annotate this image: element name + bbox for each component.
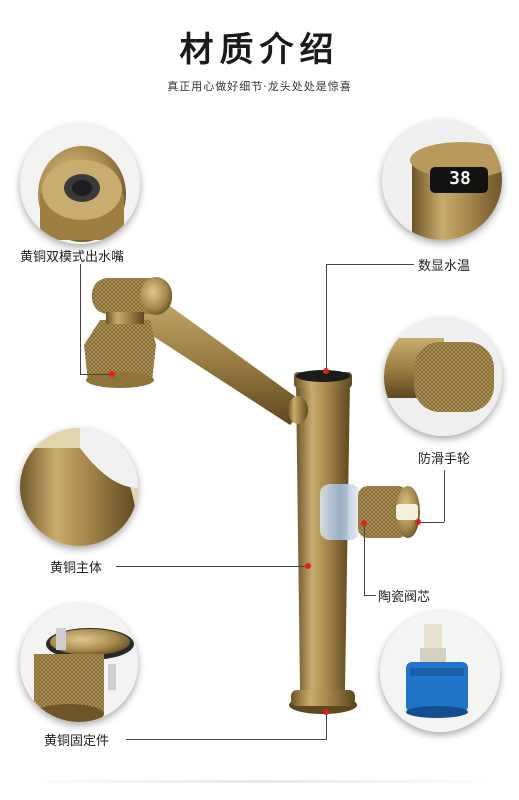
cartridge-leader-v	[364, 524, 365, 596]
knob-leader-h	[420, 522, 444, 523]
body-label: 黄铜主体	[50, 561, 103, 576]
fixing-leader-v	[326, 712, 327, 740]
aerator-label: 黄铜双模式出水嘴	[20, 250, 125, 265]
display-detail-circle: 38	[382, 120, 502, 240]
knob-detail-circle	[384, 318, 502, 436]
aerator-leader-h	[80, 374, 112, 375]
knob-label: 防滑手轮	[418, 452, 471, 467]
body-leader-h	[116, 566, 306, 567]
aerator-marker	[109, 371, 115, 377]
aerator-leader-v	[80, 264, 81, 374]
knob-marker	[415, 519, 421, 525]
bottom-divider	[20, 780, 500, 783]
cartridge-marker	[361, 520, 367, 526]
fixing-label: 黄铜固定件	[44, 734, 110, 749]
fixing-marker	[323, 709, 329, 715]
aerator-detail-circle	[20, 124, 140, 244]
display-marker	[323, 368, 329, 374]
cartridge-leader-h	[364, 595, 376, 596]
page-title: 材质介绍	[179, 30, 340, 70]
page-subtitle: 真正用心做好细节·龙头处处是惊喜	[167, 80, 352, 93]
display-leader-h	[326, 264, 414, 265]
knob-leader-v	[444, 470, 445, 522]
cartridge-detail-circle	[380, 612, 500, 732]
display-leader-v	[326, 264, 327, 370]
fixing-detail-circle	[20, 604, 138, 722]
temperature-readout: 38	[449, 168, 471, 189]
fixing-leader-h	[126, 739, 326, 740]
cartridge-label: 陶瓷阀芯	[378, 590, 431, 605]
display-label: 数显水温	[418, 259, 471, 274]
body-marker	[305, 563, 311, 569]
body-detail-circle	[20, 428, 138, 546]
